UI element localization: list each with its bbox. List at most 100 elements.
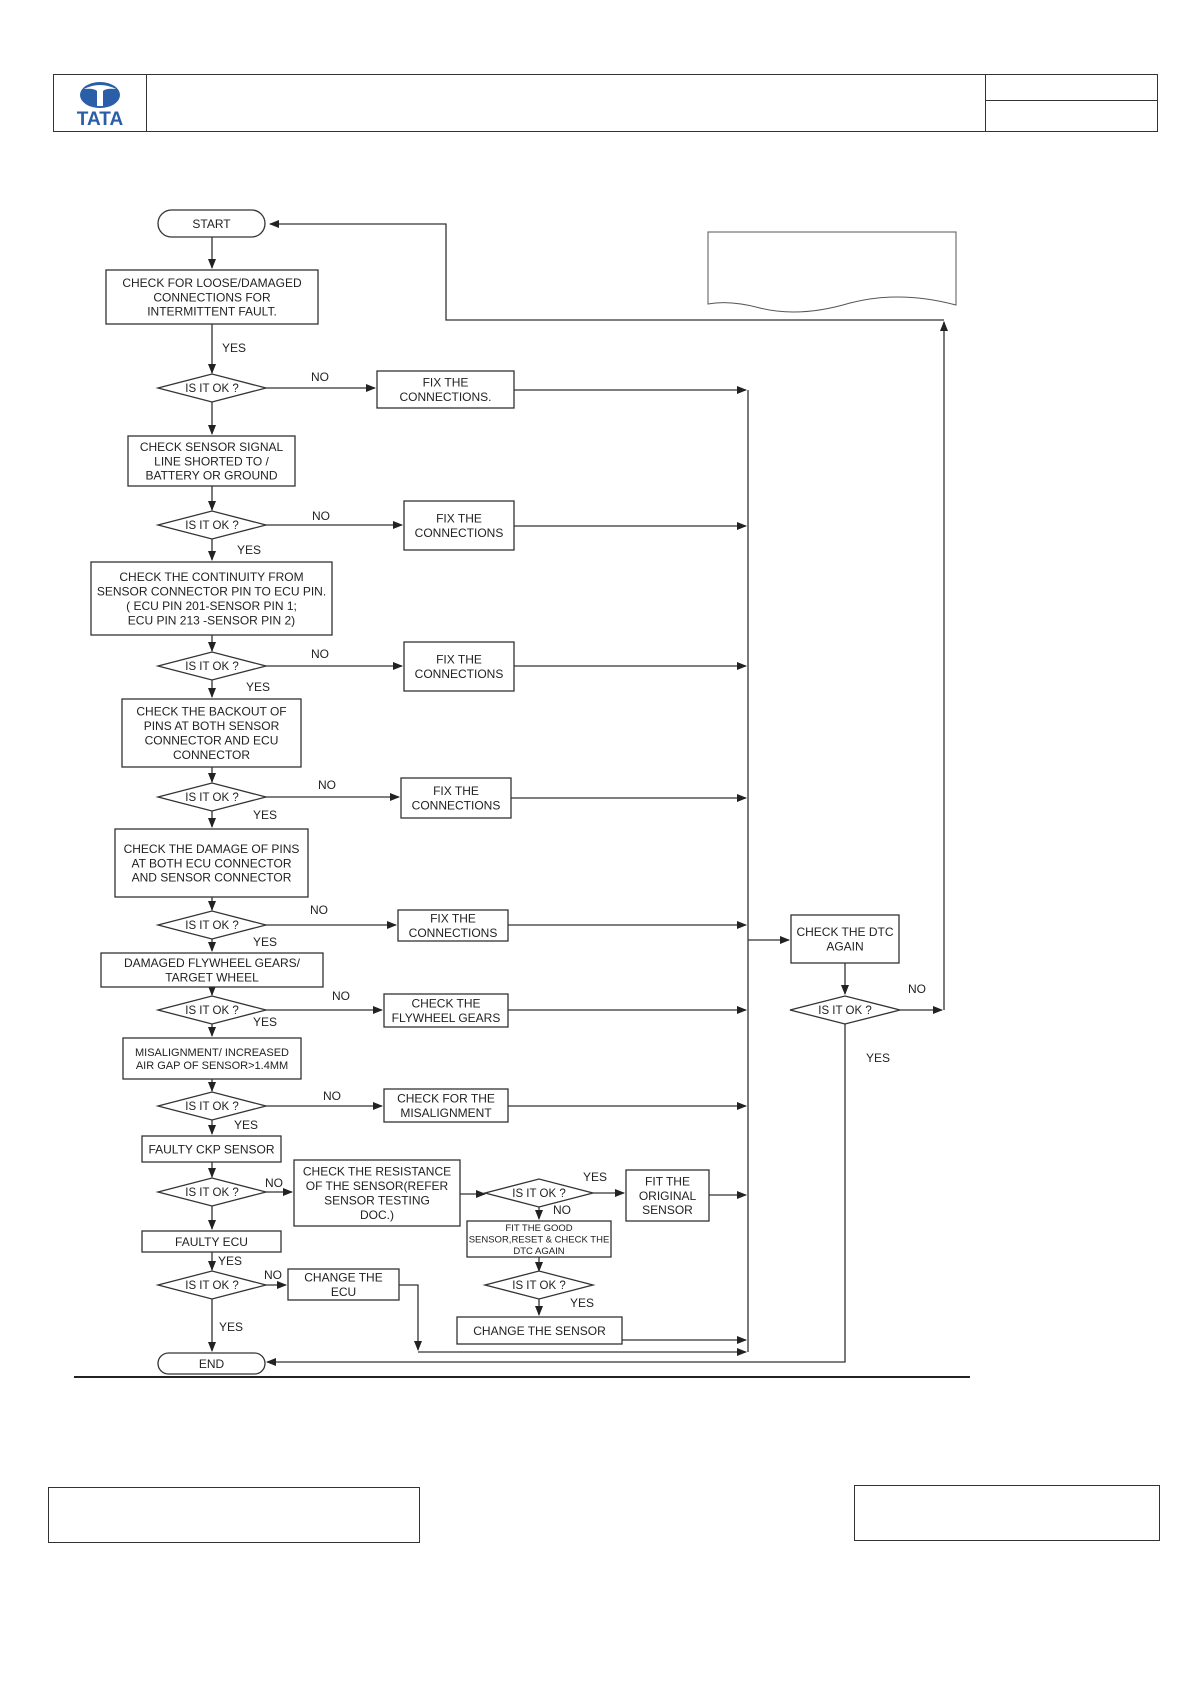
step-check-signal-short-line: LINE SHORTED TO / [154,454,269,468]
fix-connections-1-line: CONNECTIONS. [399,390,491,404]
edge-dtc-yes-end [266,1024,846,1366]
change-sensor [456,1316,623,1345]
step-misalignment-line: AIR GAP OF SENSOR>1.4MM [136,1060,288,1072]
step-check-pin-damage-line: CHECK THE DAMAGE OF PINS [124,842,300,856]
label-no: NO [310,903,328,917]
fit-original-sensor-line: SENSOR [642,1203,693,1217]
label-no: NO [318,778,336,792]
decision-good-sensor-label: IS IT OK ? [512,1280,565,1292]
header-right-cell [985,75,1157,131]
decision-9-label: IS IT OK ? [185,1280,238,1292]
logo-cell: TATA [54,75,147,131]
step-check-loose-connections-line: CHECK FOR LOOSE/DAMAGED [122,276,302,290]
check-flywheel-gears-line: FLYWHEEL GEARS [392,1011,501,1025]
label-no: NO [311,370,329,384]
step-check-signal-short-line: CHECK SENSOR SIGNAL [140,440,284,454]
label-no: NO [311,647,329,661]
decision-3 [155,651,269,681]
step-damaged-flywheel-line: DAMAGED FLYWHEEL GEARS/ [124,956,301,970]
fix-connections-2-line: FIX THE [436,512,482,526]
fit-original-sensor-line: FIT THE [645,1174,690,1188]
check-sensor-resistance-line: OF THE SENSOR(REFER [306,1179,449,1193]
step-check-continuity-line: ECU PIN 213 -SENSOR PIN 2) [128,613,295,627]
start-terminal-label: START [192,217,231,231]
fix-connections-4 [400,777,512,819]
fix-connections-3-line: CONNECTIONS [415,667,504,681]
document-shape [707,231,957,313]
change-ecu-line: ECU [331,1285,356,1299]
separator-rule [74,1376,970,1378]
check-flywheel-gears [383,993,509,1028]
decision-resistance [482,1178,596,1208]
step-faulty-ecu-line: FAULTY ECU [175,1235,248,1249]
check-dtc-again [790,914,900,964]
step-check-pin-damage [114,828,309,898]
check-misalignment-line: MISALIGNMENT [400,1106,492,1120]
label-no: NO [323,1089,341,1103]
label-yes: YES [246,680,270,694]
header-table: TATA [53,74,1158,132]
end-terminal [157,1352,266,1375]
fix-connections-4-line: FIX THE [433,784,479,798]
decision-dtc-label: IS IT OK ? [818,1005,871,1017]
fix-connections-5 [397,909,509,942]
decision-5-label: IS IT OK ? [185,920,238,932]
decision-9 [155,1270,269,1300]
step-check-signal-short-line: BATTERY OR GROUND [145,469,277,483]
label-yes: YES [253,935,277,949]
change-sensor-line: CHANGE THE SENSOR [473,1324,606,1338]
decision-1 [155,373,269,403]
step-faulty-ckp-sensor-line: FAULTY CKP SENSOR [148,1142,274,1156]
label-yes: YES [222,341,246,355]
footer-table [48,1485,1160,1543]
fit-original-sensor [625,1169,710,1222]
decision-7-label: IS IT OK ? [185,1101,238,1113]
check-sensor-resistance-line: SENSOR TESTING [324,1194,430,1208]
fix-connections-2 [403,500,515,551]
label-no: NO [312,509,330,523]
step-check-backout [121,698,302,768]
step-damaged-flywheel [100,952,324,988]
fix-connections-3-line: FIX THE [436,653,482,667]
decision-resistance-label: IS IT OK ? [512,1188,565,1200]
label-no: NO [553,1203,571,1217]
decision-8 [155,1177,269,1207]
start-terminal [157,209,266,238]
label-yes: YES [570,1296,594,1310]
decision-6 [155,995,269,1025]
decision-dtc [789,995,901,1025]
label-yes: YES [866,1051,890,1065]
label-yes: YES [253,1015,277,1029]
check-misalignment-line: CHECK FOR THE [397,1092,495,1106]
step-check-loose-connections-line: INTERMITTENT FAULT. [147,305,277,319]
step-check-backout-line: CHECK THE BACKOUT OF [136,705,286,719]
fit-original-sensor-line: ORIGINAL [639,1189,697,1203]
step-check-continuity-line: SENSOR CONNECTOR PIN TO ECU PIN. [97,585,326,599]
check-sensor-resistance [293,1159,461,1227]
check-sensor-resistance-line: CHECK THE RESISTANCE [303,1165,451,1179]
end-terminal-label: END [199,1357,225,1371]
tata-logo-icon [80,82,120,108]
step-faulty-ecu [141,1230,282,1253]
edge-loop-to-start [269,220,944,321]
fit-good-sensor-line: FIT THE GOOD [505,1223,572,1234]
label-no: NO [265,1176,283,1190]
step-check-backout-line: PINS AT BOTH SENSOR [144,719,280,733]
fix-connections-1-line: FIX THE [423,376,469,390]
check-dtc-again-line: CHECK THE DTC [796,925,893,939]
step-check-continuity [90,561,333,636]
decision-5 [155,910,269,940]
fix-connections-5-line: FIX THE [430,912,476,926]
label-yes: YES [218,1254,242,1268]
decision-8-label: IS IT OK ? [185,1187,238,1199]
label-yes: YES [253,808,277,822]
label-yes: YES [237,543,261,557]
step-check-loose-connections [105,269,319,325]
label-yes: YES [583,1170,607,1184]
decision-6-label: IS IT OK ? [185,1005,238,1017]
decision-2-label: IS IT OK ? [185,520,238,532]
fix-connections-3 [403,641,515,692]
decision-4 [155,782,269,812]
edge-change-ecu-down [399,1284,422,1351]
